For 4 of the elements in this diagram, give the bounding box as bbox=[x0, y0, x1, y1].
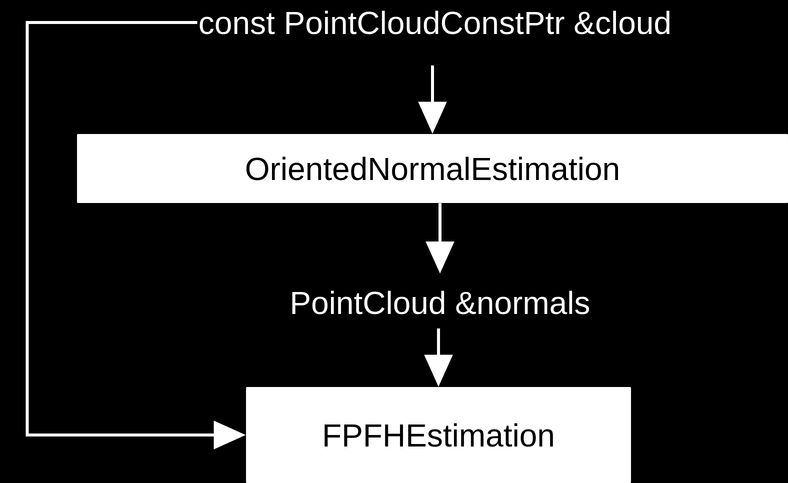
data-label: PointCloud &normals bbox=[292, 290, 590, 314]
process-box: FPFHEstimation bbox=[246, 387, 631, 483]
process-box: OrientedNormalEstimation bbox=[77, 134, 788, 203]
data-label: const PointCloudConstPtr &cloud bbox=[200, 10, 670, 34]
